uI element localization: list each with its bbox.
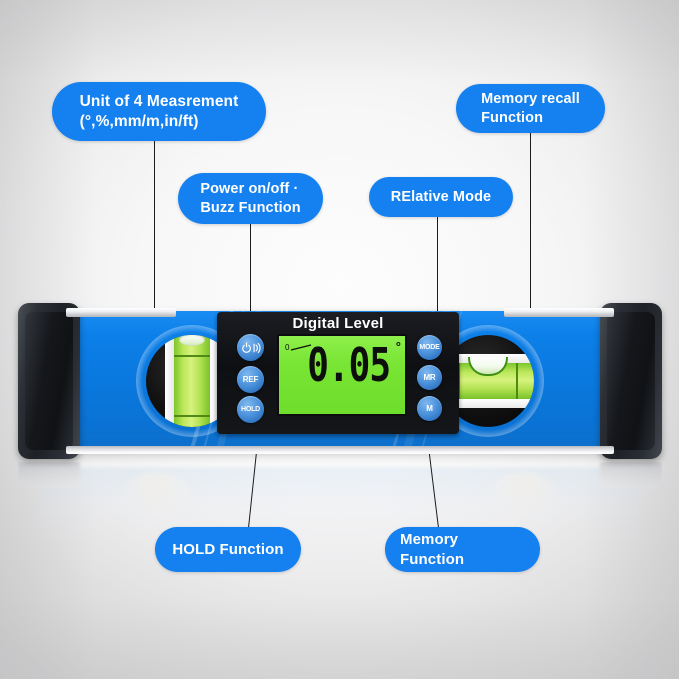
power-buzz-button[interactable]	[237, 334, 264, 361]
control-panel: Digital Level REF HOLD	[217, 312, 459, 434]
lcd-display: 0 ° 0.05	[277, 334, 407, 416]
callout-memory-function-label: Memory Function	[400, 531, 465, 568]
callout-hold-function[interactable]: HOLD Function	[155, 527, 301, 572]
callout-relative-mode[interactable]: RElative Mode	[369, 177, 513, 217]
plumb-vial-liquid	[174, 335, 210, 427]
callout-relative-mode-label: RElative Mode	[390, 188, 492, 205]
endcap-right-inner	[607, 312, 655, 450]
leader-line-relative-vertical	[437, 216, 439, 338]
power-sound-icon	[241, 341, 261, 353]
angle-indicator-icon: 0	[285, 343, 322, 353]
endcap-right	[600, 303, 662, 459]
plumb-vial-tube-assembly	[165, 335, 219, 427]
lcd-degree-symbol: °	[395, 339, 401, 354]
lcd-value: 0.05	[307, 340, 391, 393]
memory-button-label: M	[426, 403, 433, 413]
ref-button[interactable]: REF	[237, 366, 264, 393]
callout-power-buzz-label: Power on/off · Buzz Function	[200, 180, 301, 216]
reflection-strip	[48, 462, 632, 468]
callout-memory-recall-label: Memory recall Function	[481, 90, 580, 126]
memory-recall-button-label: MR	[423, 372, 436, 382]
callout-unit-of-measurement-label: Unit of 4 Measrement (°,%,mm/m,in/ft)	[79, 92, 239, 130]
ref-button-label: REF	[242, 374, 259, 384]
plumb-vial-rail	[210, 335, 219, 427]
device-reflection	[18, 462, 662, 554]
hold-button-label: HOLD	[240, 406, 261, 413]
reflection-body	[40, 466, 640, 540]
reflection-endcap-left	[18, 462, 80, 488]
trim-strip-bottom	[66, 446, 614, 454]
memory-button[interactable]: M	[417, 396, 442, 421]
mode-button[interactable]: MODE	[417, 335, 442, 360]
callout-memory-recall[interactable]: Memory recall Function	[456, 84, 605, 133]
callout-hold-function-label: HOLD Function	[172, 540, 284, 558]
endcap-left-inner	[25, 312, 73, 450]
reflection-endcap-right	[600, 462, 662, 488]
digital-level-device: Digital Level REF HOLD	[18, 303, 662, 459]
leader-line-power-vertical	[250, 222, 252, 337]
level-vial-mark	[458, 363, 460, 399]
plumb-vial-mark	[174, 355, 210, 357]
mode-button-label: MODE	[419, 344, 440, 351]
callout-unit-of-measurement[interactable]: Unit of 4 Measrement (°,%,mm/m,in/ft)	[52, 82, 266, 141]
trim-strip-top-left	[66, 308, 176, 317]
reflection-vial-left	[122, 472, 192, 516]
memory-recall-button[interactable]: MR	[417, 365, 442, 390]
plumb-vial-rail	[165, 335, 174, 427]
trim-strip-top-right	[504, 308, 614, 317]
plumb-vial-bubble	[179, 335, 205, 346]
level-vial-mark	[516, 363, 518, 399]
panel-title: Digital Level	[292, 315, 384, 332]
leader-line-unit-vertical	[154, 140, 156, 366]
plumb-vial-mark	[174, 415, 210, 417]
hold-button[interactable]: HOLD	[237, 396, 264, 423]
reflection-vial-right	[488, 472, 558, 516]
svg-text:0: 0	[285, 343, 290, 352]
callout-power-buzz[interactable]: Power on/off · Buzz Function	[178, 173, 323, 224]
callout-memory-function[interactable]: Memory Function	[385, 527, 540, 572]
level-vial-rail	[442, 399, 534, 408]
leader-line-recall-vertical	[530, 132, 532, 364]
endcap-left	[18, 303, 80, 459]
